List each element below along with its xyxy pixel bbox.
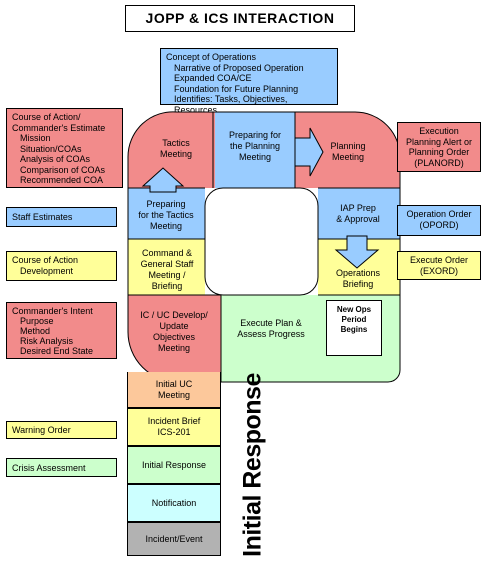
crisis-assessment-box: Crisis Assessment — [6, 458, 117, 477]
initial-uc-meeting-box: Initial UC Meeting — [127, 372, 221, 408]
coa-estimate-box: Course of Action/ Commander's Estimate M… — [6, 108, 123, 188]
execution-planning-box: Execution Planning Alert or Planning Ord… — [397, 122, 481, 172]
execute-plan-label: Execute Plan &Assess Progress — [237, 318, 305, 339]
concept-line: Foundation for Future Planning — [174, 83, 299, 94]
up-arrow-icon — [141, 167, 185, 193]
preparing-planning-segment — [215, 111, 295, 188]
iap-prep-label: IAP Prep& Approval — [336, 203, 380, 224]
incident-event-box: Incident/Event — [127, 522, 221, 556]
commanders-intent-box: Commander's Intent Purpose Method Risk A… — [6, 302, 117, 359]
warning-order-box: Warning Order — [6, 421, 117, 439]
command-general-segment — [127, 239, 205, 295]
concept-line: Identifies: Tasks, Objectives, Resources — [174, 94, 288, 115]
execute-order-box: Execute Order (EXORD) — [397, 251, 481, 280]
staff-estimates-box: Staff Estimates — [6, 207, 117, 227]
concept-of-operations-box: Concept of Operations Narrative of Propo… — [160, 48, 338, 115]
down-arrow-icon — [334, 235, 380, 269]
concept-line: Narrative of Proposed Operation — [174, 62, 304, 73]
concept-line: Expanded COA/CE — [174, 73, 252, 83]
preparing-tactics-segment — [127, 188, 205, 239]
right-arrow-icon — [294, 127, 324, 177]
operation-order-box: Operation Order (OPORD) — [397, 205, 481, 236]
incident-brief-box: Incident Brief ICS-201 — [127, 408, 221, 446]
cycle-center — [204, 187, 319, 296]
page-title: JOPP & ICS INTERACTION — [125, 5, 355, 32]
initial-response-box: Initial Response — [127, 446, 221, 484]
concept-heading: Concept of Operations — [166, 52, 257, 62]
initial-response-vertical-label: Initial Response — [238, 373, 267, 557]
iap-prep-segment — [318, 188, 401, 239]
notification-box: Notification — [127, 484, 221, 522]
coa-development-box: Course of Action Development — [6, 251, 117, 281]
